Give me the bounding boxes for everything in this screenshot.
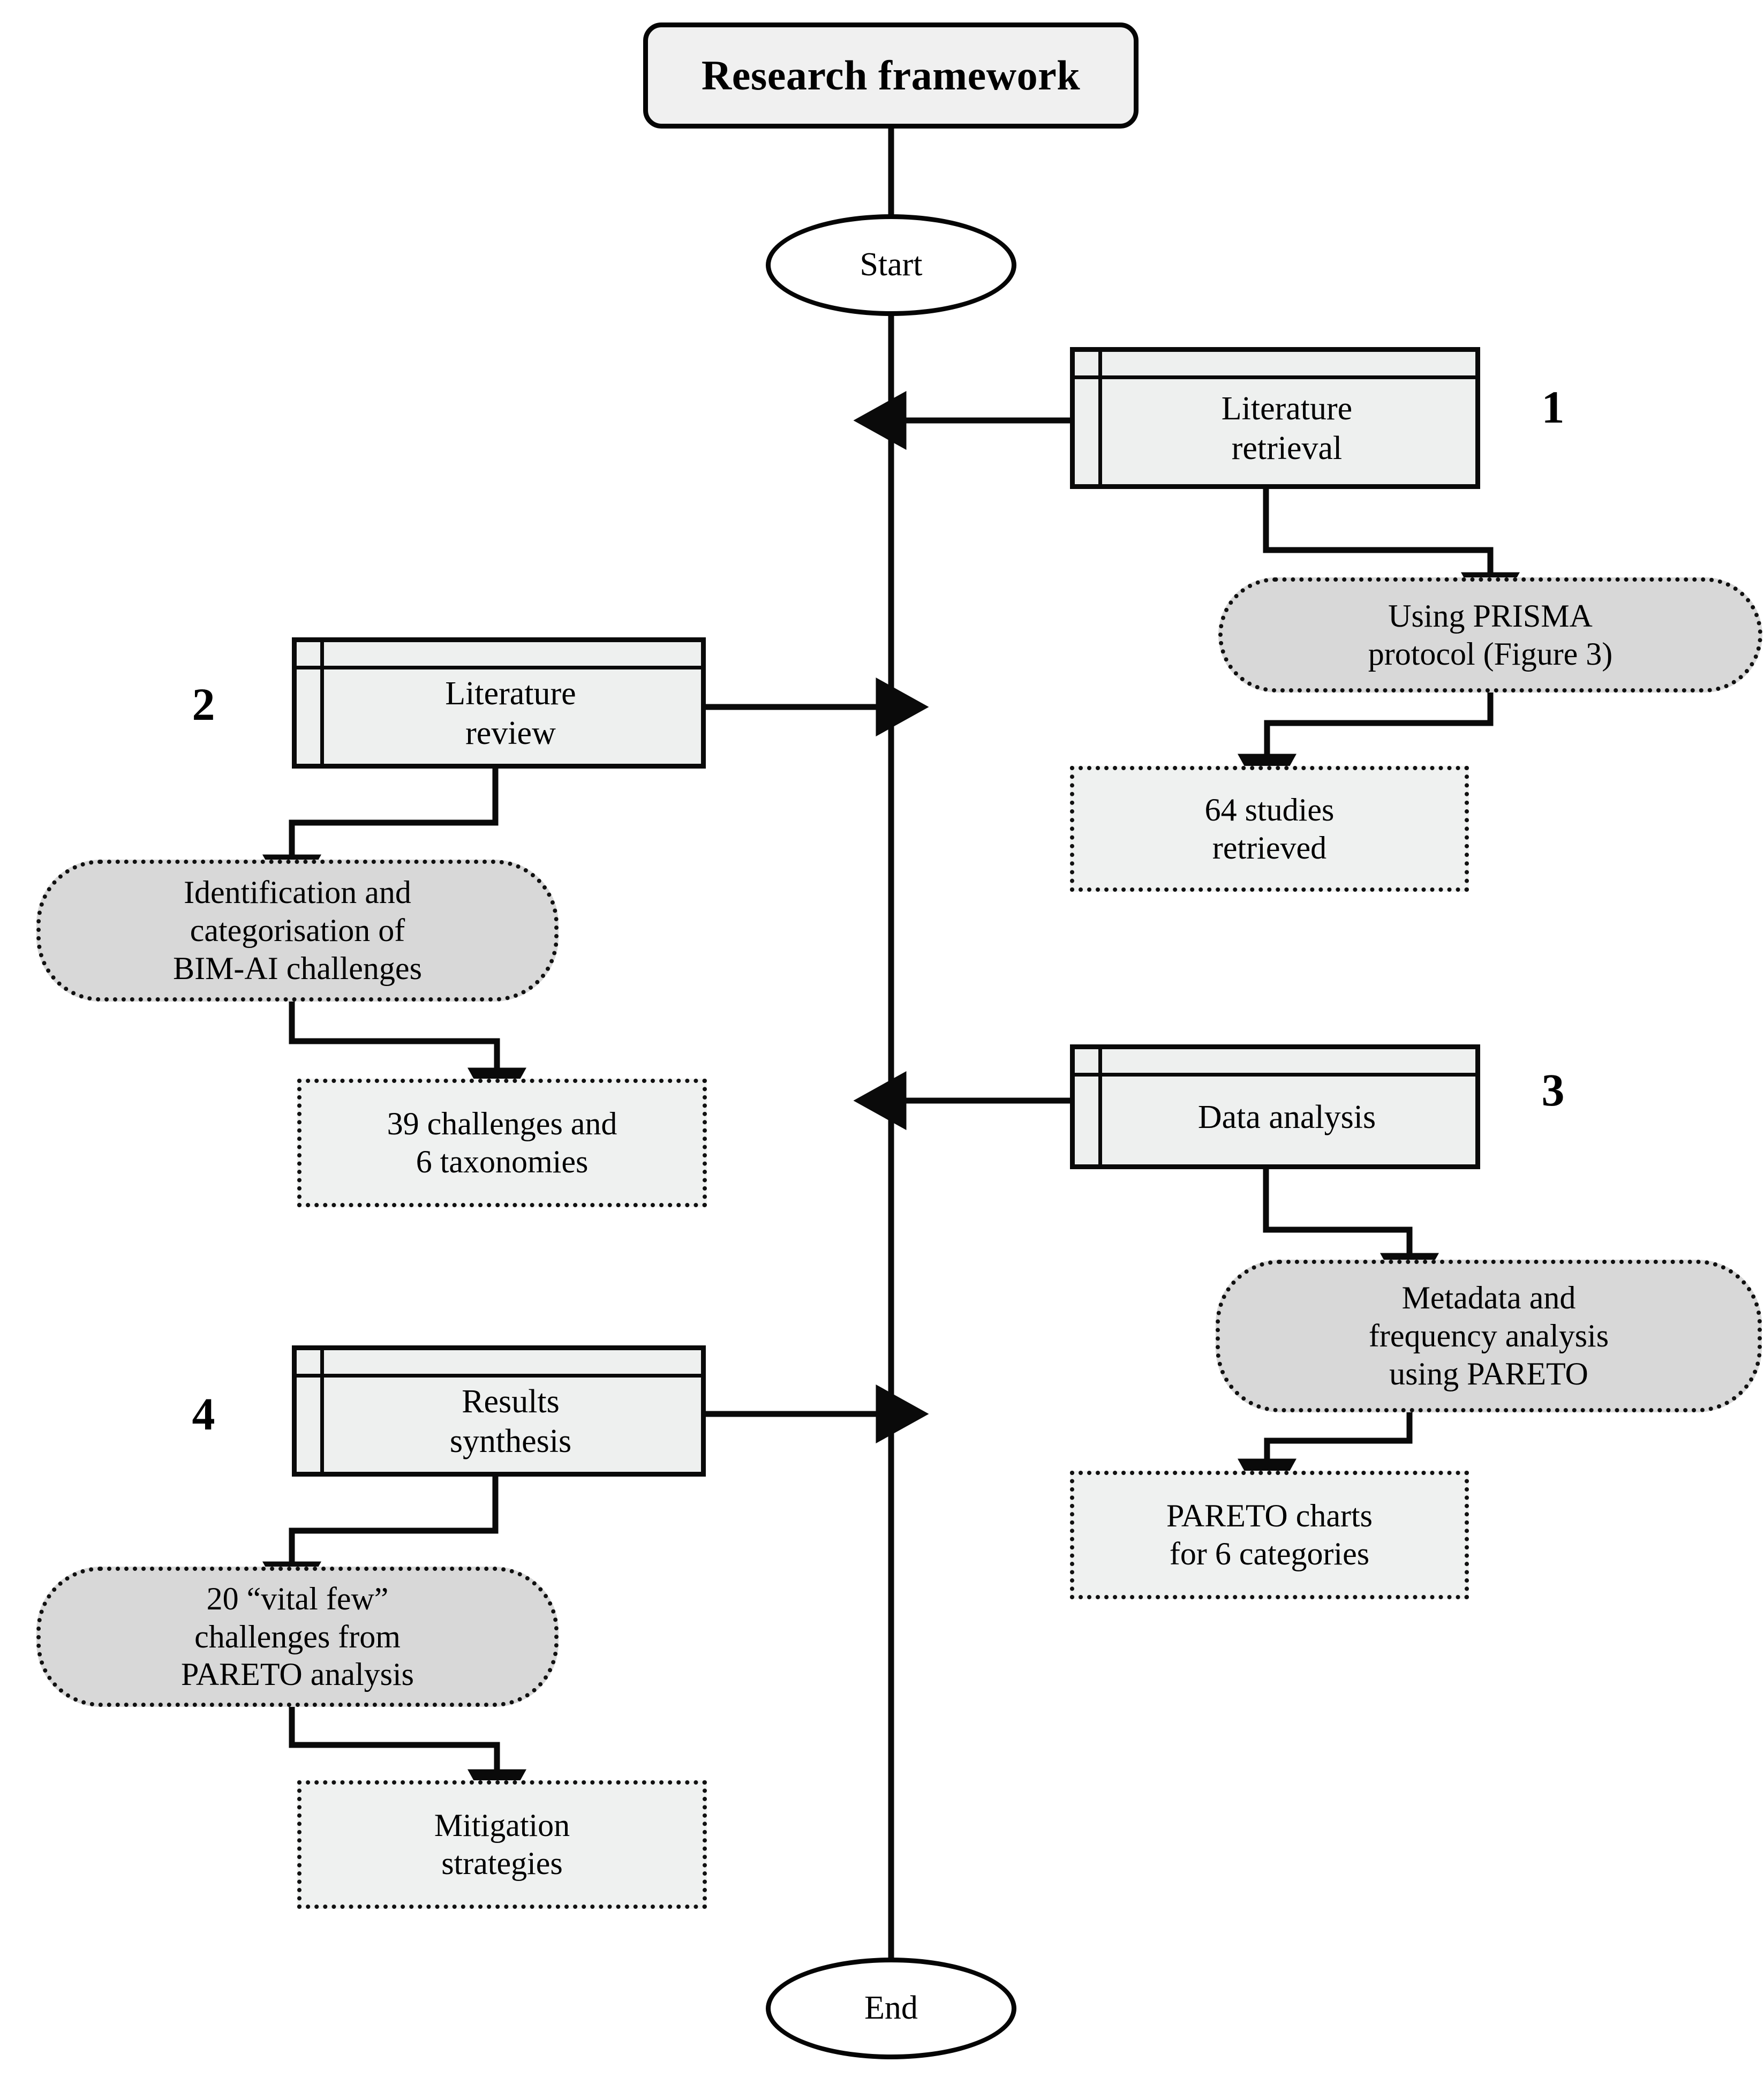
output-node-39-challenges[interactable]: 39 challenges and 6 taxonomies <box>297 1079 707 1207</box>
stage-label: Results synthesis <box>449 1383 572 1459</box>
output-node-pareto-charts[interactable]: PARETO charts for 6 categories <box>1070 1471 1469 1599</box>
end-terminator: End <box>766 1958 1016 2059</box>
stage-rail-horizontal <box>1075 1073 1475 1077</box>
stage-rail-horizontal <box>1075 375 1475 379</box>
method-node-prisma[interactable]: Using PRISMA protocol (Figure 3) <box>1218 577 1762 693</box>
stage-label: Literature retrieval <box>1221 390 1353 466</box>
stage-box-results-synthesis[interactable]: Results synthesis <box>292 1345 706 1477</box>
stage-rail-horizontal <box>297 1374 701 1378</box>
page-title: Research framework <box>643 22 1139 129</box>
wire-stage1-to-method1 <box>1263 488 1520 626</box>
wire-method4-to-output4 <box>289 1705 526 1823</box>
wire-stage4-to-method4 <box>262 1476 499 1615</box>
stage-box-literature-review[interactable]: Literature review <box>292 637 706 769</box>
stage-label: Literature review <box>445 675 576 751</box>
stage-rail-vertical <box>320 1350 324 1472</box>
step-number-3: 3 <box>1541 1064 1565 1116</box>
stage-box-literature-retrieval[interactable]: Literature retrieval <box>1070 347 1480 489</box>
step-number-4: 4 <box>192 1388 215 1440</box>
wire-method2-to-output2 <box>289 999 526 1121</box>
method-node-vital-few[interactable]: 20 “vital few” challenges from PARETO an… <box>36 1567 559 1707</box>
step-number-1: 1 <box>1541 381 1565 433</box>
stage-rail-vertical <box>1098 1049 1102 1164</box>
wire-stage3-to-method3 <box>1263 1168 1439 1306</box>
stage-label: Data analysis <box>1197 1098 1376 1135</box>
output-node-mitigation-strategies[interactable]: Mitigation strategies <box>297 1780 707 1909</box>
wire-method1-to-output1 <box>1238 691 1494 807</box>
output-node-64-studies[interactable]: 64 studies retrieved <box>1070 766 1469 892</box>
stage-rail-horizontal <box>297 666 701 669</box>
step-number-2: 2 <box>192 679 215 730</box>
method-node-metadata-frequency[interactable]: Metadata and frequency analysis using PA… <box>1216 1260 1762 1412</box>
start-terminator: Start <box>766 214 1016 316</box>
wire-stage2-to-method2 <box>262 767 499 908</box>
wire-method3-to-output3 <box>1238 1411 1413 1512</box>
method-node-identification[interactable]: Identification and categorisation of BIM… <box>36 860 559 1002</box>
stage-rail-vertical <box>1098 352 1102 484</box>
stage-box-data-analysis[interactable]: Data analysis <box>1070 1044 1480 1169</box>
stage-rail-vertical <box>320 642 324 764</box>
